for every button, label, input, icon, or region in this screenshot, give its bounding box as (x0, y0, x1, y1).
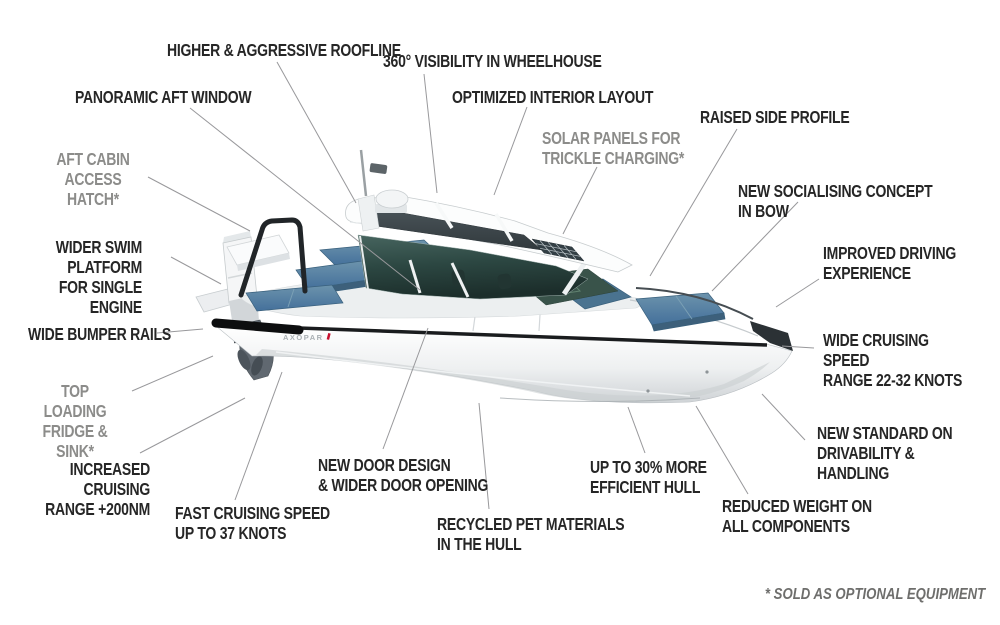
label-new-socialising-concept-bow: NEW SOCIALISING CONCEPT IN BOW (738, 181, 933, 221)
callout-line-360-visibility (423, 73, 438, 194)
label-fast-cruising-speed: FAST CRUISING SPEED UP TO 37 KNOTS (175, 503, 330, 543)
label-raised-side-profile: RAISED SIDE PROFILE (700, 107, 850, 127)
window-pillar (408, 259, 422, 294)
label-reduced-weight-components: REDUCED WEIGHT ON ALL COMPONENTS (722, 496, 872, 536)
callout-line-efficient-hull (627, 406, 646, 454)
wide-bumper-rail (211, 318, 304, 335)
spotlight-camera (369, 163, 388, 174)
label-top-loading-fridge-sink: TOP LOADING FRIDGE & SINK* (42, 381, 108, 461)
label-higher-aggressive-roofline: HIGHER & AGGRESSIVE ROOFLINE (167, 40, 401, 60)
callout-lines (131, 61, 820, 510)
boat-hull (215, 298, 793, 404)
label-recycled-pet-materials: RECYCLED PET MATERIALS IN THE HULL (437, 514, 625, 554)
callout-line-recycled-pet (478, 402, 490, 510)
bow-rail (635, 287, 754, 320)
antenna (359, 149, 368, 197)
hull-drain (646, 389, 650, 393)
roof-crossbar (494, 213, 514, 242)
propeller-blade (251, 356, 263, 376)
label-360-visibility-wheelhouse: 360° VISIBILITY IN WHEELHOUSE (383, 51, 602, 71)
callout-line-reduced-weight (695, 405, 749, 495)
label-wider-swim-platform: WIDER SWIM PLATFORM FOR SINGLE ENGINE (55, 237, 143, 317)
callout-line-fast-cruising (234, 371, 283, 501)
label-improved-driving-experience: IMPROVED DRIVING EXPERIENCE (823, 243, 957, 283)
callout-line-wider-swim (170, 256, 222, 285)
callout-line-raised-side-profile (649, 128, 738, 277)
label-optimized-interior-layout: OPTIMIZED INTERIOR LAYOUT (452, 87, 654, 107)
solar-panel (531, 238, 585, 262)
optional-equipment-footnote: * SOLD AS OPTIONAL EQUIPMENT (764, 586, 985, 603)
propeller-blade (237, 349, 251, 371)
helm-seat (497, 273, 512, 290)
window-pillar (359, 235, 369, 290)
callout-line-optimized-interior (493, 106, 528, 196)
rub-rail (211, 318, 768, 347)
roof-mast (357, 149, 409, 232)
label-aft-cabin-access-hatch: AFT CABIN ACCESS HATCH* (56, 149, 130, 209)
hull-shading (256, 349, 770, 403)
callout-line-solar-panels (562, 166, 598, 235)
axopar-logo: AXOPAR (283, 332, 331, 342)
callout-line-wide-cruising (781, 345, 815, 349)
hull-spray-rail (499, 397, 701, 402)
label-wide-bumper-rails: WIDE BUMPER RAILS (28, 324, 171, 344)
hull-chine-line (275, 351, 691, 397)
logo-red-mark (326, 332, 331, 340)
window-pillar (450, 262, 470, 298)
callout-line-new-standard (761, 393, 806, 441)
callout-line-increased-cruising (139, 397, 246, 454)
label-panoramic-aft-window: PANORAMIC AFT WINDOW (75, 87, 252, 107)
label-wide-cruising-speed-range: WIDE CRUISING SPEED RANGE 22-32 KNOTS (823, 330, 963, 390)
callout-line-new-socialising (711, 201, 799, 292)
axopar-logo-text: AXOPAR (283, 333, 324, 342)
label-new-door-design: NEW DOOR DESIGN & WIDER DOOR OPENING (318, 455, 489, 495)
callout-line-improved-driving (775, 278, 820, 308)
callout-line-wide-bumper (156, 328, 204, 334)
label-increased-cruising-range: INCREASED CRUISING RANGE +200NM (45, 459, 150, 519)
stern-roll-bar (238, 217, 308, 298)
bow-anchor-fitting (750, 321, 793, 351)
callout-line-panoramic-aft-window (189, 107, 421, 291)
hull-drain (705, 370, 709, 374)
radar-dome (375, 189, 409, 209)
roof-crossbar (434, 202, 454, 229)
callout-line-new-door (382, 327, 429, 450)
wheelhouse-glass (357, 234, 591, 300)
label-more-efficient-hull: UP TO 30% MORE EFFICIENT HULL (590, 457, 707, 497)
wheelhouse-roof (345, 195, 633, 273)
callout-line-aft-cabin (147, 176, 251, 232)
label-new-standard-drivability: NEW STANDARD ON DRIVABILITY & HANDLING (817, 423, 953, 483)
callout-line-top-loading (131, 355, 214, 392)
callout-line-higher-roofline (276, 61, 357, 204)
label-solar-panels-trickle-charging: SOLAR PANELS FOR TRICKLE CHARGING* (542, 128, 685, 168)
